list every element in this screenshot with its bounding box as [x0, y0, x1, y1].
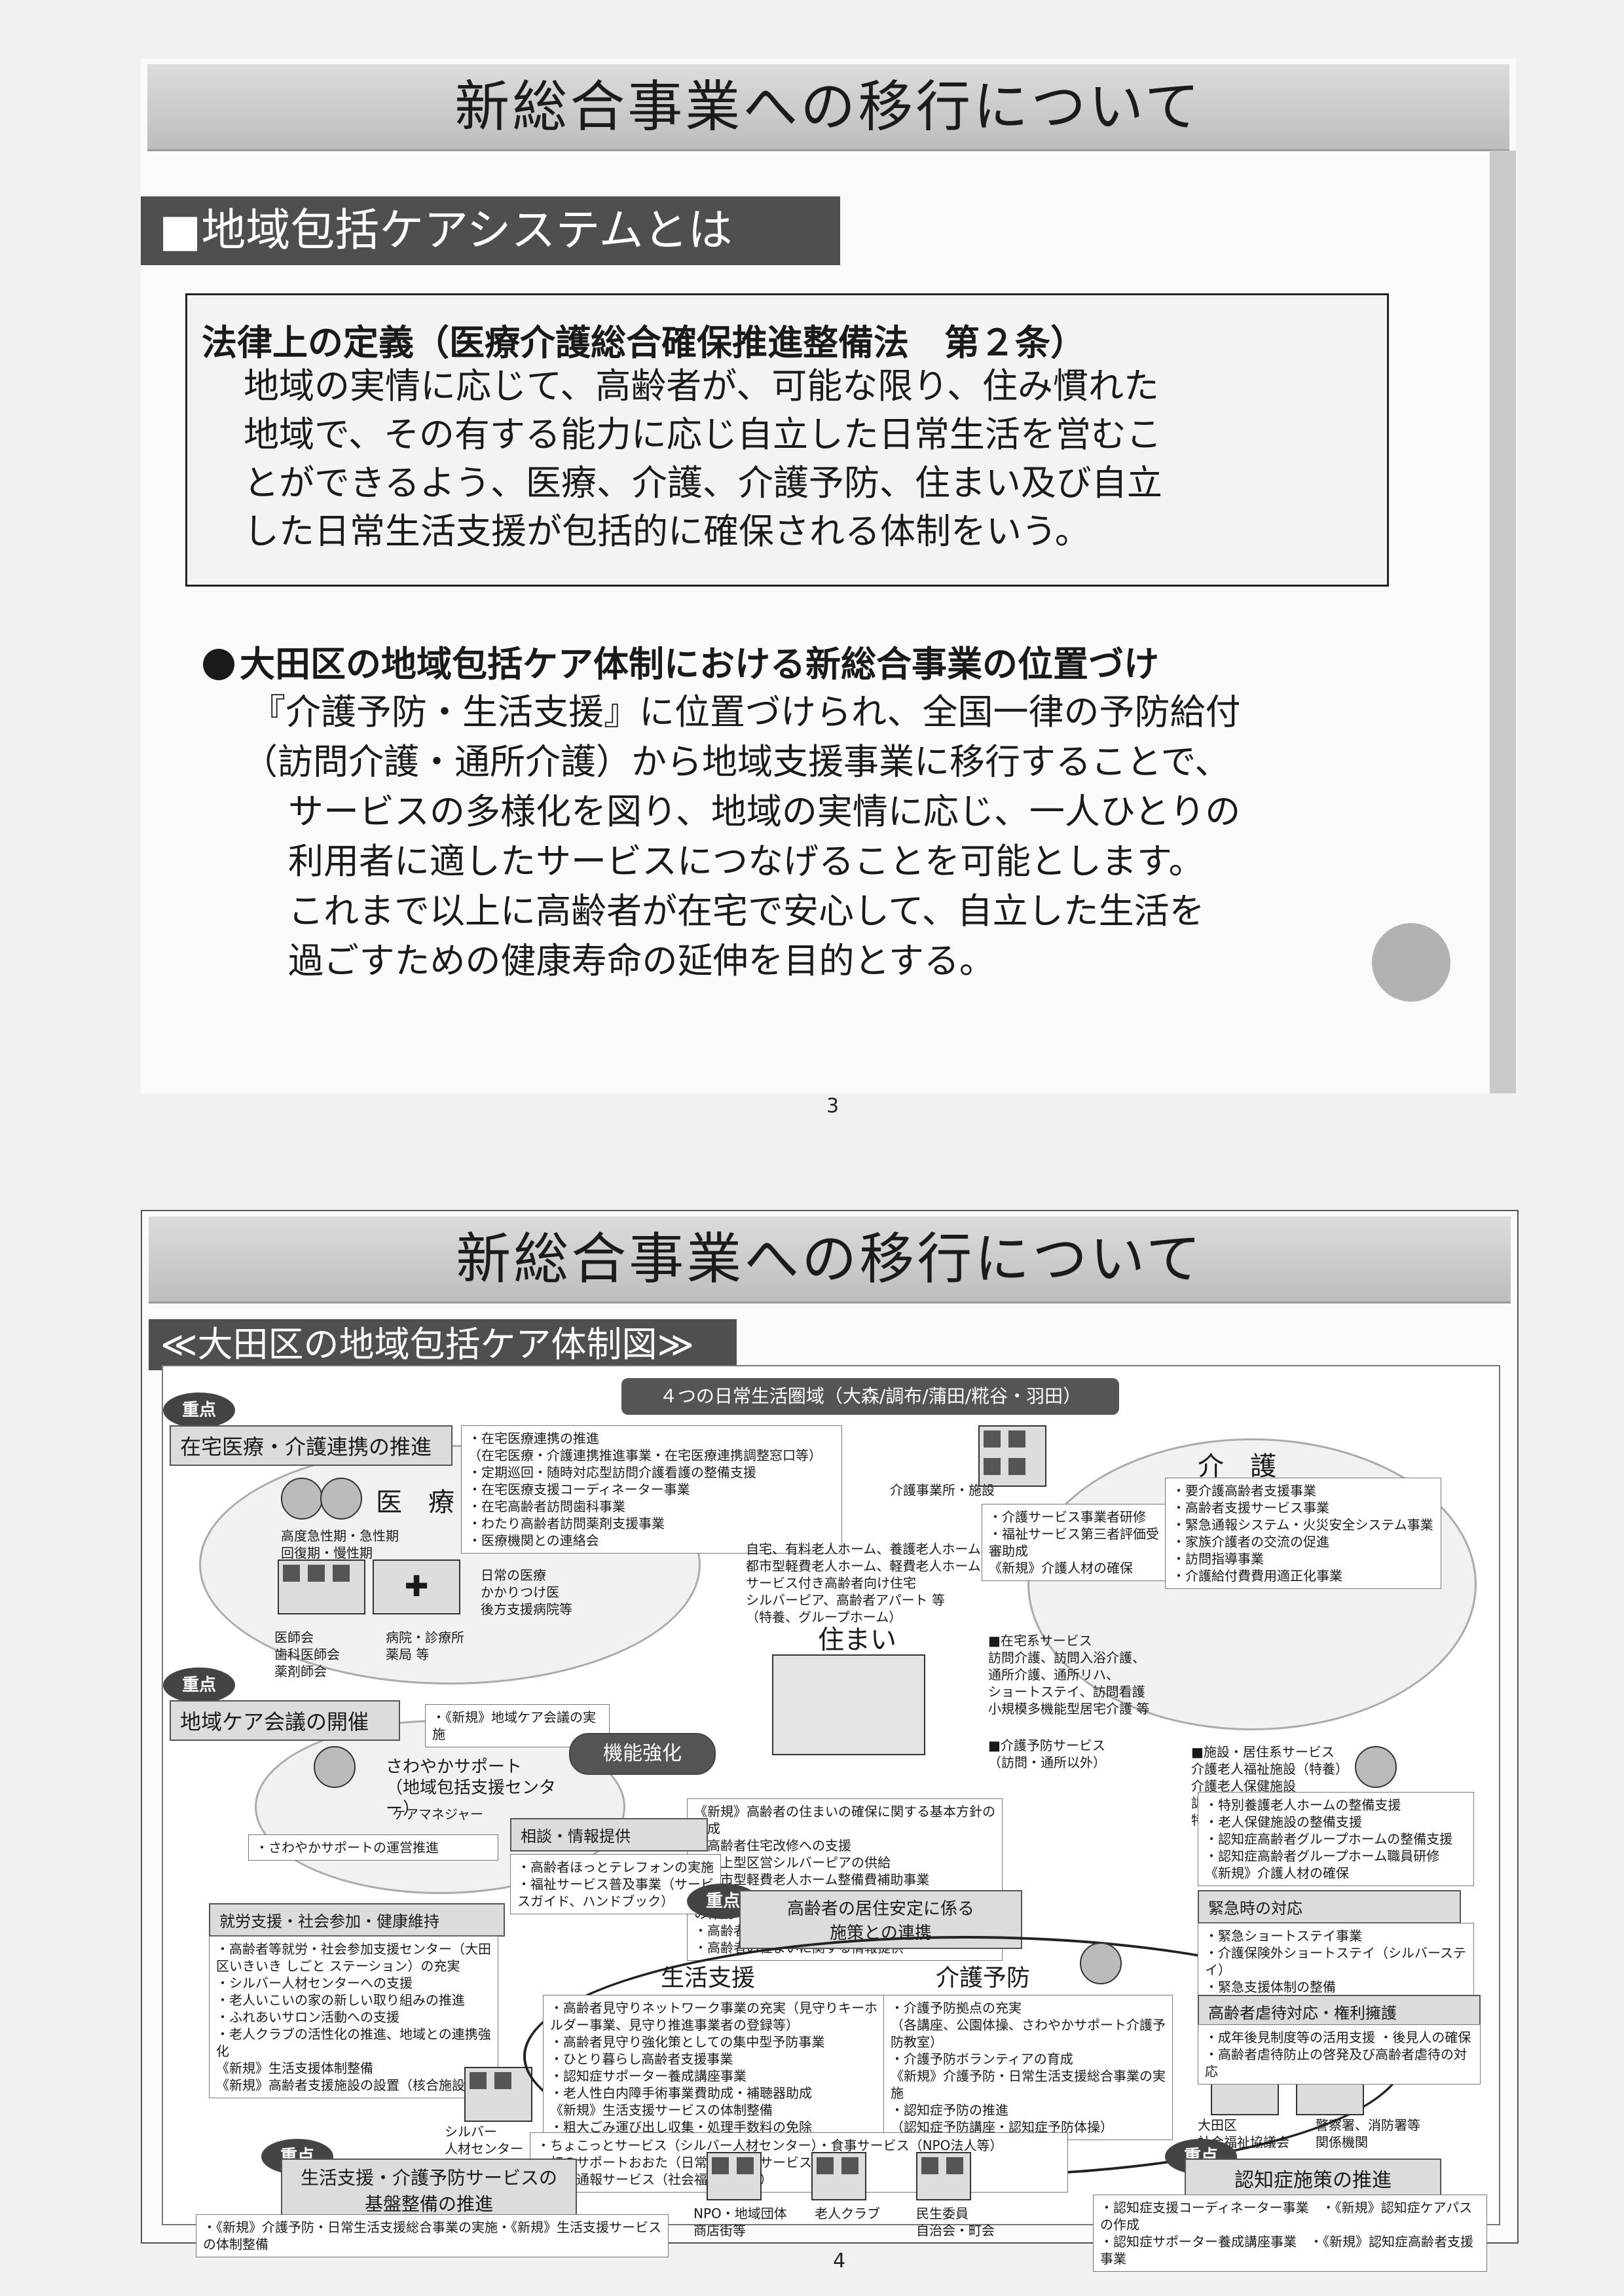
medical-label: 医 療: [376, 1487, 454, 1518]
care-office-label: 介護事業所・施設: [890, 1482, 995, 1498]
care-notes-training: ・介護サービス事業者研修 ・福祉サービス第三者評価受審助成 《新規》介護人材の確…: [982, 1504, 1166, 1581]
bullet-paragraph: 『介護予防・生活支援』に位置づけられ、全国一律の予防給付 （訪問介護・通所介護）…: [242, 687, 1241, 986]
bottom-service-notes: ・ちょこっとサービス（シルバー人材センター）・食事サービス（NPO法人等） ・虹…: [530, 2132, 1068, 2193]
emergency-bar: 緊急時の対応: [1198, 1890, 1461, 1923]
support-staff-icon: [314, 1746, 356, 1788]
service-infrastructure-bar: 生活支援・介護予防サービスの 基盤整備の推進: [281, 2159, 577, 2221]
house-with-elderly-icon: [772, 1654, 925, 1755]
care-notes-support: ・要介護高齢者支援事業 ・高齢者支援サービス事業 ・緊急通報システム・火災安全シ…: [1165, 1478, 1441, 1589]
silver-center-label: シルバー 人材センター: [445, 2124, 523, 2157]
bullet-heading: 大田区の地域包括ケア体制における新総合事業の位置づけ: [203, 635, 1159, 687]
bullet-icon: [203, 649, 234, 680]
section-header: ≪大田区の地域包括ケア体制図≫: [149, 1319, 737, 1370]
slide-title: 新総合事業への移行について: [149, 1216, 1511, 1303]
definition-box: 法律上の定義（医療介護総合確保推進整備法 第２条） 地域の実情に応じて、高齢者が…: [185, 293, 1389, 587]
silver-center-icon: [464, 2067, 532, 2122]
home-services: ■在宅系サービス 訪問介護、訪問入浴介護、 通所介護、通所リハ、 ショートステイ…: [988, 1633, 1150, 1717]
elderly-club-icon: [811, 2152, 866, 2200]
consult-bar: 相談・情報提供: [510, 1818, 708, 1851]
prevention-services: ■介護予防サービス （訪問・通所以外）: [988, 1738, 1106, 1770]
living-areas-banner: ４つの日常生活圏域（大森/調布/蒲田/糀谷・羽田）: [621, 1378, 1119, 1415]
clinic-building-icon: [278, 1559, 365, 1614]
priority-badge: 重点: [163, 1393, 235, 1428]
npo-label: NPO・地域団体 商店街等: [693, 2206, 787, 2238]
paragraph-line: これまで以上に高齢者が在宅で安心して、自立した生活を: [288, 890, 1205, 932]
life-support-label: 生活支援: [661, 1965, 756, 1992]
hospital-cross-icon: ✚: [373, 1559, 460, 1614]
definition-heading: 法律上の定義（医療介護総合確保推進整備法 第２条）: [202, 322, 1086, 363]
priority-badge: 重点: [163, 1667, 235, 1703]
elderly-club-label: 老人クラブ: [815, 2206, 880, 2221]
sawayaka-note: ・さわやかサポートの運営推進: [248, 1834, 498, 1861]
family-doctor-label: 日常の医療 かかりつけ医 後方支援病院等: [481, 1567, 572, 1617]
decorative-circle-icon: [1372, 923, 1450, 1002]
medical-sub: 高度急性期・急性期 回復期・慢性期: [281, 1528, 399, 1561]
medical-bar: 在宅医療・介護連携の推進: [170, 1425, 452, 1466]
abuse-notes: ・成年後見制度等の活用支援 ・後見人の確保 ・高齢者虐待防止の啓発及び高齢者虐待…: [1198, 2024, 1481, 2085]
consult-notes: ・高齢者ほっとテレフォンの実施 ・福祉サービス普及事業（サービスガイド、ハンドブ…: [510, 1854, 721, 1914]
volunteer-label: 民生委員 自治会・町会: [916, 2206, 995, 2238]
life-support-notes: ・高齢者見守りネットワーク事業の充実（見守りキーホルダー事業、見守り推進事業者の…: [543, 1995, 885, 2140]
care-system-diagram: ４つの日常生活圏域（大森/調布/蒲田/糀谷・羽田） 重点 在宅医療・介護連携の推…: [162, 1365, 1500, 2272]
doctor-icon: [281, 1478, 323, 1520]
prevention-notes: ・介護予防拠点の充実 （各講座、公園体操、さわやかサポート介護予防教室） ・介護…: [883, 1995, 1173, 2140]
housing-label: 住まい: [818, 1625, 896, 1655]
employment-bar: 就労支援・社会参加・健康維持: [209, 1903, 505, 1937]
sawayaka-support-label: さわやかサポート （地域包括支援センター）: [386, 1757, 557, 1819]
decorative-side-bar: [1490, 151, 1516, 1093]
slide-1: 新総合事業への移行について ■地域包括ケアシステムとは 法律上の定義（医療介護総…: [141, 59, 1516, 1093]
community-assoc-icon: [916, 2152, 971, 2200]
definition-line: 地域で、その有する能力に応じ自立した日常生活を営むこ: [244, 414, 1162, 455]
page-number: 4: [833, 2250, 846, 2272]
paragraph-line: 『介護予防・生活支援』に位置づけられ、全国一律の予防給付: [250, 691, 1241, 733]
police-fire-label: 警察署、消防署等 関係機関: [1316, 2117, 1420, 2150]
bullet-heading-text: 大田区の地域包括ケア体制における新総合事業の位置づけ: [240, 644, 1159, 685]
npo-building-icon: [707, 2152, 762, 2200]
dementia-notes: ・認知症支援コーディネーター事業 ・《新規》認知症ケアパスの作成 ・認知症サポー…: [1093, 2195, 1487, 2272]
section-header: ■地域包括ケアシステムとは: [141, 196, 840, 265]
care-label: 介 護: [1198, 1451, 1276, 1482]
service-infrastructure-note: ・《新規》介護予防・日常生活支援総合事業の実施・《新規》生活支援サービスの体制整…: [196, 2214, 669, 2257]
housing-types: 自宅、有料老人ホーム、養護老人ホーム 都市型軽費老人ホーム、軽費老人ホーム サー…: [746, 1541, 981, 1625]
caregiver-icon: [1355, 1746, 1397, 1788]
exercising-elderly-icon: [1080, 1942, 1122, 1984]
definition-line: とができるよう、医療、介護、介護予防、住まい及び自立: [244, 462, 1162, 503]
nursing-home-notes: ・特別養護老人ホームの整備支援 ・老人保健施設の整備支援 ・認知症高齢者グループ…: [1198, 1792, 1474, 1886]
community-meeting-bar: 地域ケア会議の開催: [170, 1700, 400, 1741]
paragraph-line: （訪問介護・通所介護）から地域支援事業に移行することで、: [242, 741, 1230, 782]
dementia-bar: 認知症施策の推進: [1185, 2159, 1441, 2198]
paragraph-line: 過ごすための健康寿命の延伸を目的とする。: [288, 940, 995, 981]
care-manager-label: ケアマネジャー: [392, 1806, 483, 1822]
paragraph-line: サービスの多様化を図り、地域の実情に応じ、一人ひとりの: [288, 791, 1241, 832]
care-office-icon: [978, 1425, 1046, 1487]
employment-notes: ・高齢者等就労・社会参加支援センター（大田区いきいき しごと ステーション）の充…: [209, 1936, 498, 2098]
nurse-icon: [320, 1478, 362, 1520]
definition-line: した日常生活支援が包括的に確保される体制をいう。: [244, 511, 1090, 552]
hospital-label: 病院・診療所 薬局 等: [386, 1630, 464, 1662]
medical-notes: ・在宅医療連携の推進 （在宅医療・介護連携推進事業・在宅医療連携調整窓口等） ・…: [461, 1425, 842, 1554]
slide-2: 新総合事業への移行について ≪大田区の地域包括ケア体制図≫ ４つの日常生活圏域（…: [141, 1210, 1519, 2272]
medical-associations: 医師会 歯科医師会 薬剤師会: [274, 1630, 340, 1679]
definition-text: 地域の実情に応じて、高齢者が、可能な限り、住み慣れた 地域で、その有する能力に応…: [244, 362, 1162, 556]
prevention-label: 介護予防: [936, 1965, 1031, 1992]
abuse-bar: 高齢者虐待対応・権利擁護: [1198, 1995, 1481, 2028]
definition-line: 地域の実情に応じて、高齢者が、可能な限り、住み慣れた: [244, 365, 1160, 407]
slide-title: 新総合事業への移行について: [147, 64, 1509, 151]
page-number: 3: [826, 1095, 840, 1118]
function-enhancement-badge: 機能強化: [569, 1733, 716, 1775]
paragraph-line: 利用者に適したサービスにつなげることを可能とします。: [288, 841, 1204, 882]
